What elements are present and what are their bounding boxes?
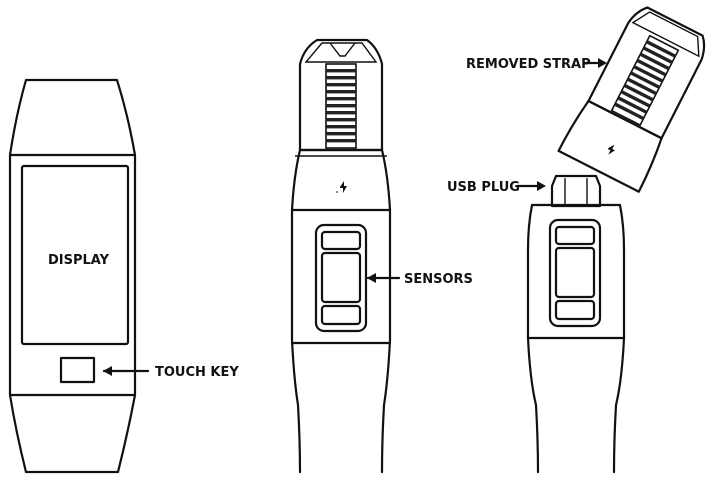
strap-rib bbox=[326, 132, 356, 136]
strap-rib bbox=[326, 69, 356, 73]
strap-rib bbox=[642, 46, 673, 64]
strap-rib bbox=[326, 76, 356, 80]
removed-strap bbox=[557, 6, 706, 193]
sensor-middle bbox=[320, 251, 362, 304]
strap-rib bbox=[326, 83, 356, 87]
strap-rib bbox=[626, 77, 657, 96]
strap-rib bbox=[617, 96, 648, 114]
strap-rib bbox=[633, 65, 664, 83]
strap-rib bbox=[326, 111, 356, 115]
strap-ribs bbox=[325, 63, 357, 149]
touch-key-arrow bbox=[102, 366, 150, 376]
usb-plug[interactable] bbox=[550, 174, 602, 208]
side-body-outline bbox=[290, 148, 392, 474]
front-view bbox=[8, 78, 137, 474]
strap-rib bbox=[620, 90, 651, 108]
strap-rib bbox=[326, 90, 356, 94]
display-label: DISPLAY bbox=[48, 253, 110, 268]
strap-rib bbox=[623, 83, 654, 102]
removed-strap-label: REMOVED STRAP bbox=[466, 57, 591, 72]
sensors-label: SENSORS bbox=[404, 272, 473, 287]
strap-rib bbox=[326, 118, 356, 122]
strap-rib bbox=[326, 125, 356, 129]
strap-rib bbox=[630, 71, 661, 89]
usb-body-outline bbox=[526, 203, 626, 474]
touch-key-label: TOUCH KEY bbox=[155, 365, 239, 380]
sensor-top bbox=[320, 230, 362, 251]
arrows bbox=[102, 58, 607, 376]
removed-strap-arrow bbox=[583, 58, 607, 68]
usb-plug-label: USB PLUG bbox=[447, 180, 520, 195]
usb-plug-arrow bbox=[515, 181, 546, 191]
strap-rib bbox=[326, 97, 356, 101]
removed-strap-ribs bbox=[610, 34, 680, 127]
charge-bolt-icon bbox=[336, 181, 347, 193]
side-view bbox=[290, 38, 392, 474]
strap-rib bbox=[639, 52, 670, 71]
touch-key-button[interactable] bbox=[59, 356, 96, 384]
usb-sensor-module bbox=[548, 218, 602, 328]
usb-plug-view bbox=[526, 174, 626, 474]
strap-rib bbox=[636, 58, 667, 77]
sensor-bottom bbox=[320, 304, 362, 326]
removed-strap-outline bbox=[587, 6, 706, 140]
strap-rib bbox=[326, 139, 356, 143]
strap-rib bbox=[326, 104, 356, 108]
front-band-outline bbox=[8, 78, 137, 474]
sensor-module bbox=[314, 223, 368, 333]
display-screen bbox=[20, 164, 130, 346]
removed-strap-base bbox=[557, 99, 663, 193]
side-strap-tip bbox=[304, 42, 378, 63]
sensors-arrow bbox=[366, 273, 401, 283]
strap-rib bbox=[645, 40, 677, 58]
strap-rib bbox=[614, 102, 645, 121]
charge-bolt-icon bbox=[607, 144, 615, 155]
